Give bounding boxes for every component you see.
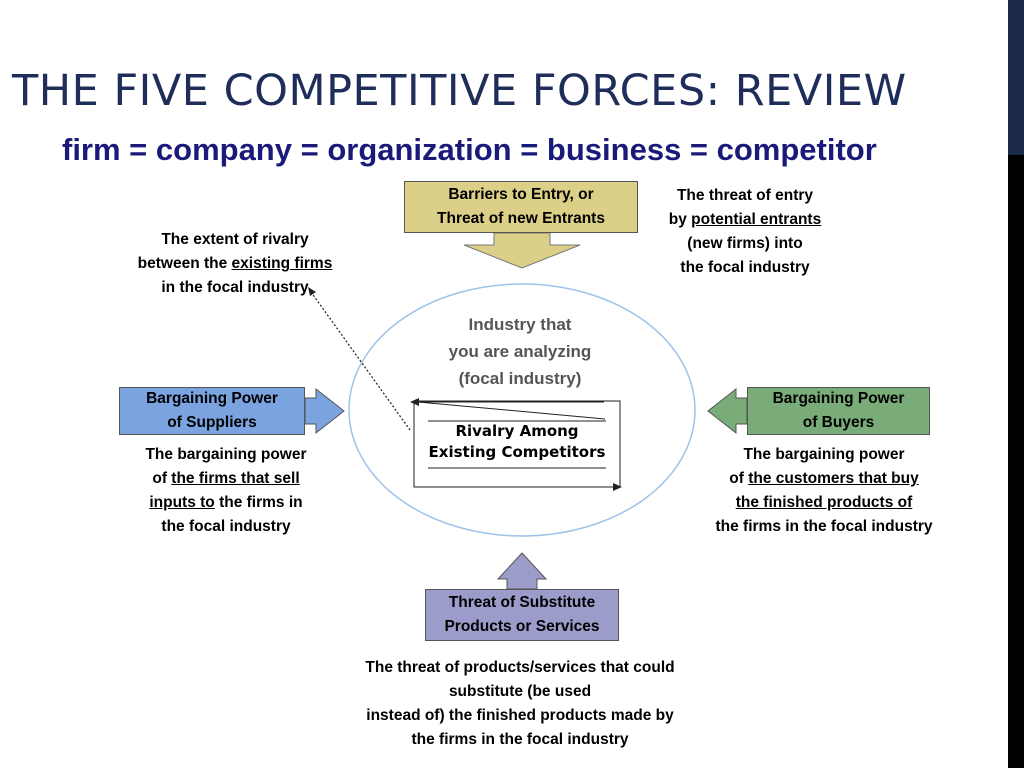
buyers-note-line2: of the customers that buy: [729, 470, 919, 487]
inputs-to-text: inputs to: [149, 494, 215, 511]
focal-label-line2: you are analyzing: [448, 342, 592, 361]
focal-industry-label: Industry that you are analyzing (focal i…: [422, 311, 618, 392]
rivalry-note-line3: in the focal industry: [161, 279, 309, 296]
rivalry-note-line1: The extent of rivalry: [161, 231, 309, 248]
entry-note-line3: (new firms) into: [687, 235, 803, 252]
suppliers-box-line1: Bargaining Power: [146, 390, 278, 407]
buyers-box-line1: Bargaining Power: [772, 390, 905, 407]
buyers-power-box: Bargaining Power of Buyers: [747, 387, 930, 435]
entry-note-line1: The threat of entry: [676, 187, 814, 204]
rivalry-label-line2: Existing Competitors: [428, 443, 606, 461]
substitutes-note-line4: the firms in the focal industry: [411, 731, 629, 748]
buyers-note-line3: the finished products of: [696, 491, 952, 515]
buyers-note-line4: the firms in the focal industry: [715, 518, 933, 535]
entry-note-line2: by potential entrants: [668, 211, 822, 228]
buyers-note: The bargaining power of the customers th…: [696, 443, 952, 539]
entry-box-line1: Barriers to Entry, or: [448, 186, 594, 203]
suppliers-note: The bargaining power of the firms that s…: [126, 443, 326, 539]
substitutes-box-line2: Products or Services: [444, 618, 600, 635]
entry-note: The threat of entry by potential entrant…: [650, 184, 840, 280]
suppliers-power-box: Bargaining Power of Suppliers: [119, 387, 305, 435]
rivalry-label-line1: Rivalry Among: [455, 422, 579, 440]
substitutes-note-line2: substitute (be used: [448, 683, 592, 700]
substitutes-arrow: [496, 552, 548, 590]
entry-barriers-box: Barriers to Entry, or Threat of new Entr…: [404, 181, 638, 233]
substitutes-box-line1: Threat of Substitute: [448, 594, 596, 611]
focal-industry-ellipse: [348, 283, 696, 537]
substitutes-threat-box: Threat of Substitute Products or Service…: [425, 589, 619, 641]
suppliers-note-line3: inputs to the firms in: [149, 494, 303, 511]
slide-subtitle: firm = company = organization = business…: [62, 132, 877, 167]
substitutes-note: The threat of products/services that cou…: [330, 656, 710, 752]
focal-label-line3: (focal industry): [458, 369, 582, 388]
suppliers-note-line1: The bargaining power: [145, 446, 307, 463]
slide-edge-bar: [1008, 0, 1024, 768]
existing-firms-text: existing firms: [231, 255, 333, 272]
potential-entrants-text: potential entrants: [691, 211, 822, 228]
rivalry-pointer-line: [310, 291, 411, 431]
entry-arrow: [463, 232, 581, 269]
buyers-box-line2: of Buyers: [802, 414, 875, 431]
rivalry-arrowhead-left: [410, 398, 419, 406]
entry-box-line2: Threat of new Entrants: [437, 210, 605, 227]
rivalry-pointer-head: [308, 287, 316, 296]
slide-edge-accent: [1008, 0, 1024, 155]
rivalry-arrowhead-right: [613, 483, 622, 491]
rivalry-note: The extent of rivalry between the existi…: [120, 228, 350, 300]
finished-products-text: the finished products of: [735, 494, 913, 511]
rivalry-box: [413, 400, 621, 488]
buyers-note-line1: The bargaining power: [743, 446, 905, 463]
entry-note-line4: the focal industry: [680, 259, 810, 276]
slide-title: THE FIVE COMPETITIVE FORCES: REVIEW: [12, 66, 907, 116]
rivalry-arrow-left: [417, 401, 606, 420]
suppliers-box-line2: of Suppliers: [167, 414, 257, 431]
customers-that-buy-text: the customers that buy: [748, 470, 919, 487]
substitutes-note-line1: The threat of products/services that cou…: [365, 659, 675, 676]
buyers-arrow: [707, 387, 748, 435]
rivalry-label: Rivalry Among Existing Competitors: [414, 421, 620, 463]
suppliers-arrow: [304, 387, 345, 435]
rivalry-note-line2: between the existing firms: [137, 255, 333, 272]
suppliers-note-line4: the focal industry: [161, 518, 291, 535]
suppliers-note-line2: of the firms that sell: [152, 470, 300, 487]
focal-label-line1: Industry that: [468, 315, 572, 334]
firms-that-sell-text: the firms that sell: [171, 470, 300, 487]
substitutes-note-line3: instead of) the finished products made b…: [366, 707, 674, 724]
